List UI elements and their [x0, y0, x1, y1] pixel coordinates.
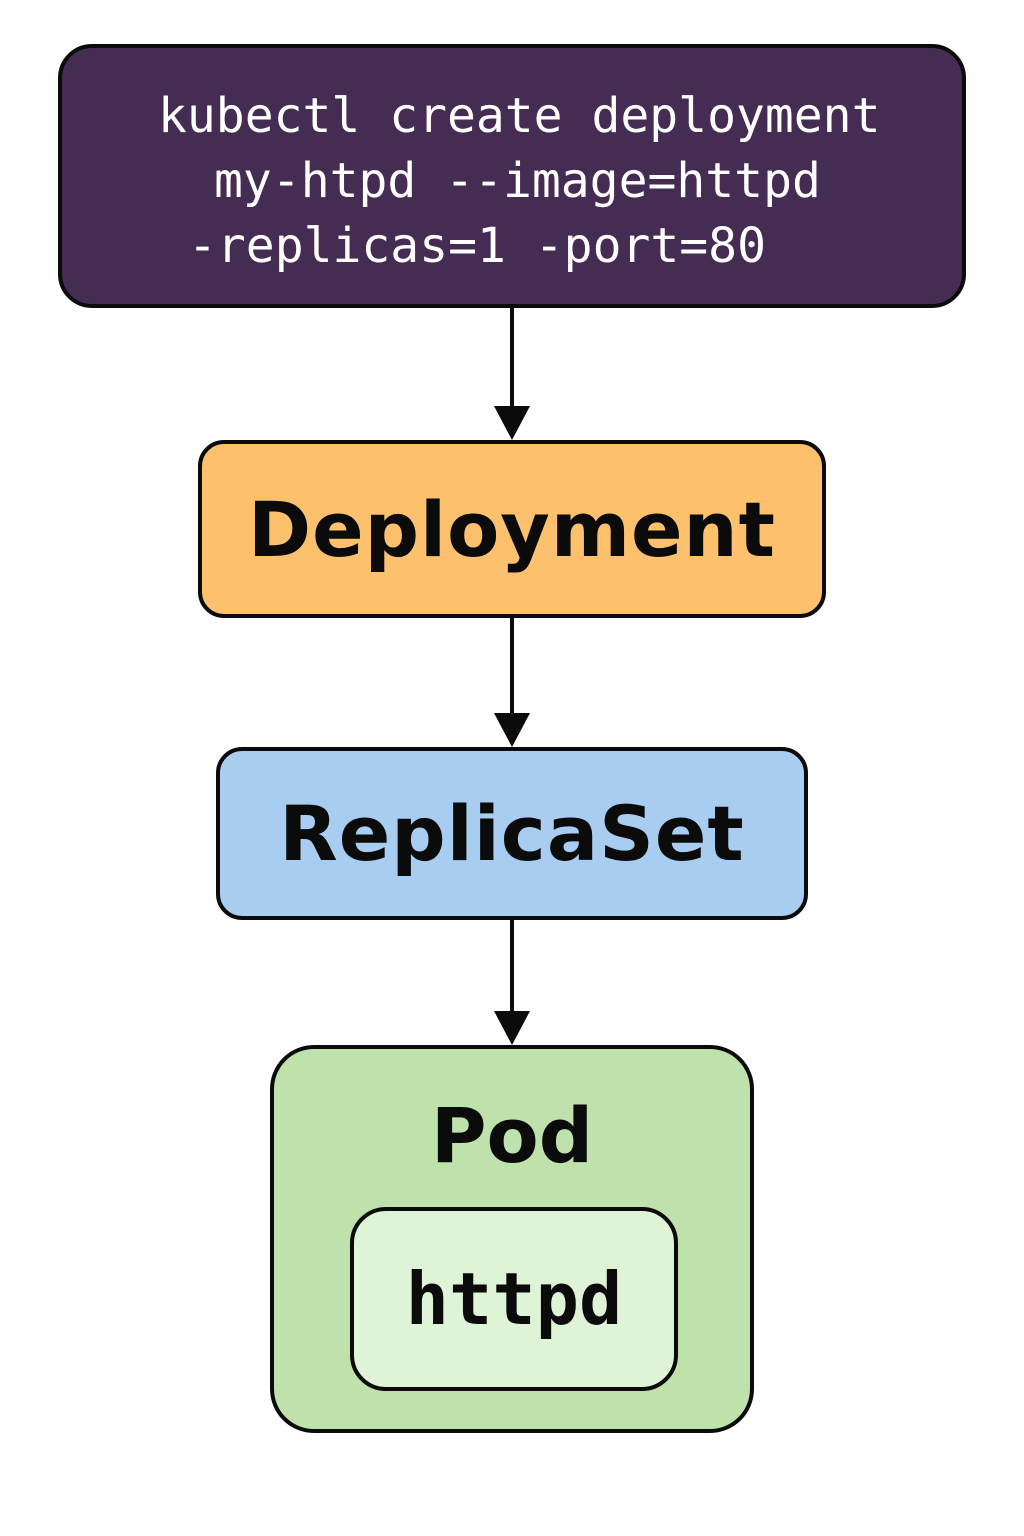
httpd-container-node: httpd: [350, 1207, 678, 1391]
arrowhead-replicaset: [494, 713, 530, 747]
pod-label: Pod: [430, 1091, 594, 1180]
container-label: httpd: [405, 1257, 623, 1341]
kubectl-command-box: kubectl create deployment my-htpd --imag…: [58, 44, 966, 308]
arrowhead-pod: [494, 1011, 530, 1045]
arrowhead-deployment: [494, 406, 530, 440]
command-line-3: -replicas=1 -port=80: [188, 218, 766, 274]
command-line-1: kubectl create deployment: [158, 88, 881, 144]
command-line-2: my-htpd --image=httpd: [214, 153, 821, 209]
deployment-node: Deployment: [198, 440, 826, 618]
replicaset-node: ReplicaSet: [216, 747, 808, 920]
replicaset-label: ReplicaSet: [279, 789, 745, 878]
pod-node: Pod httpd: [270, 1045, 754, 1433]
deployment-label: Deployment: [247, 484, 776, 574]
